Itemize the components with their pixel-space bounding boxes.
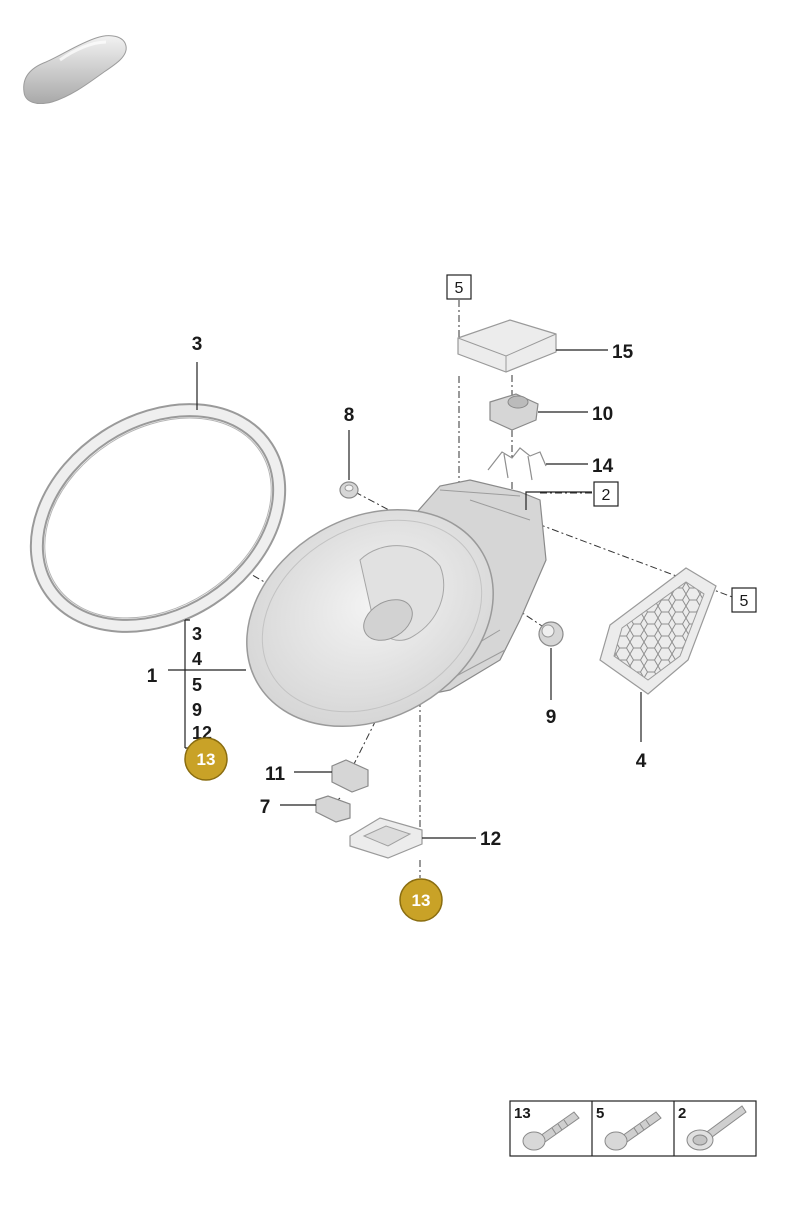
boxed-ref-label: 5 bbox=[455, 280, 464, 297]
bracket-item: 5 bbox=[192, 675, 202, 695]
honeycomb-cover bbox=[599, 567, 717, 695]
cover-cap-9 bbox=[538, 621, 564, 647]
screw-with-washer-icon bbox=[604, 1111, 662, 1151]
legend-label: 13 bbox=[514, 1105, 531, 1122]
badge-label: 13 bbox=[412, 891, 431, 910]
callout-11: 11 bbox=[265, 764, 286, 785]
module-11 bbox=[331, 759, 369, 793]
screw-with-washer-icon bbox=[522, 1111, 580, 1151]
callout-labels: 3 8 15 10 14 9 4 1 11 7 12 bbox=[147, 334, 647, 850]
grommet-8 bbox=[339, 481, 359, 499]
badge-label: 13 bbox=[197, 750, 216, 769]
bulb-socket bbox=[489, 393, 539, 431]
boxed-ref-5-right: 5 bbox=[731, 587, 757, 613]
car-silhouette-icon bbox=[23, 35, 127, 105]
bracket-item: 9 bbox=[192, 700, 202, 720]
callout-7: 7 bbox=[260, 797, 271, 818]
module-12 bbox=[349, 817, 423, 859]
boxed-ref-label: 2 bbox=[602, 487, 611, 504]
callout-10: 10 bbox=[592, 404, 613, 425]
bracket-item: 3 bbox=[192, 624, 202, 644]
callout-12: 12 bbox=[480, 829, 501, 850]
callout-4: 4 bbox=[636, 751, 647, 772]
leader-lines bbox=[168, 349, 642, 839]
callout-3: 3 bbox=[192, 334, 203, 355]
callout-8: 8 bbox=[344, 405, 355, 426]
badge-13-bottom: 13 bbox=[399, 878, 443, 922]
bracket-list: 3 4 5 9 12 bbox=[192, 624, 212, 743]
boxed-ref-label: 5 bbox=[740, 593, 749, 610]
trim-ring bbox=[29, 403, 287, 633]
callout-14: 14 bbox=[592, 456, 614, 477]
callout-1: 1 bbox=[147, 666, 158, 687]
boxed-ref-5-top: 5 bbox=[446, 274, 472, 300]
legend-label: 5 bbox=[596, 1105, 604, 1122]
boxed-ref-2: 2 bbox=[593, 481, 619, 507]
control-unit bbox=[457, 319, 557, 373]
spring-clip bbox=[487, 447, 547, 481]
module-7 bbox=[315, 795, 351, 823]
headlight-assembly bbox=[246, 479, 547, 728]
callout-15: 15 bbox=[612, 342, 634, 363]
legend-label: 2 bbox=[678, 1105, 686, 1122]
badge-13-left: 13 bbox=[184, 737, 228, 781]
fastener-legend: 13 5 2 bbox=[509, 1100, 757, 1157]
callout-9: 9 bbox=[546, 707, 557, 728]
bolt-with-washer-icon bbox=[686, 1105, 747, 1151]
bracket-item: 4 bbox=[192, 649, 202, 669]
